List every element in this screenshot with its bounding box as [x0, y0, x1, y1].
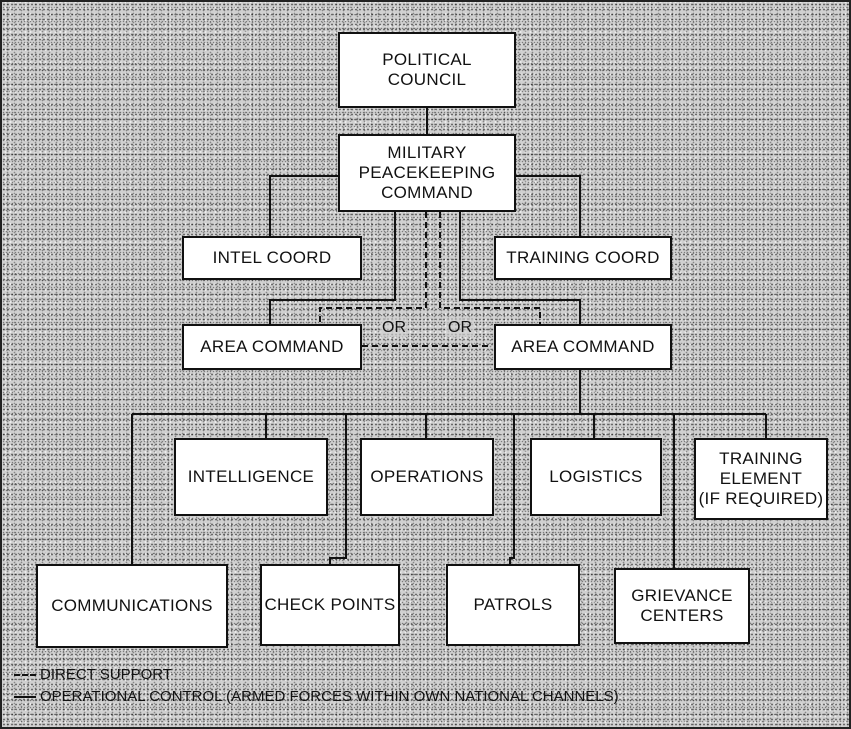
- political-council-box: POLITICAL COUNCIL: [338, 32, 516, 108]
- intel-coord-box: INTEL COORD: [182, 236, 362, 280]
- connector-command-area-left: [269, 212, 396, 324]
- dashed-line-icon: [14, 673, 36, 676]
- dashed-support-left: [319, 212, 427, 324]
- operations-box: OPERATIONS: [360, 438, 494, 516]
- training-element-box: TRAINING ELEMENT (IF REQUIRED): [694, 438, 828, 520]
- or-label-left: OR: [380, 319, 408, 337]
- check-points-box: CHECK POINTS: [260, 564, 400, 646]
- logistics-box: LOGISTICS: [530, 438, 662, 516]
- intelligence-box: INTELLIGENCE: [174, 438, 328, 516]
- communications-box: COMMUNICATIONS: [36, 564, 228, 648]
- training-coord-box: TRAINING COORD: [494, 236, 672, 280]
- legend-operational-control-label: OPERATIONAL CONTROL (ARMED FORCES WITHIN…: [40, 688, 619, 705]
- dashed-support-right: [439, 212, 541, 324]
- legend-direct-support-label: DIRECT SUPPORT: [40, 666, 172, 683]
- connector-bus-check-points: [329, 414, 347, 564]
- area-command-right-box: AREA COMMAND: [494, 324, 672, 370]
- solid-line-icon: [14, 695, 36, 698]
- grievance-centers-box: GRIEVANCE CENTERS: [614, 568, 750, 644]
- patrols-box: PATROLS: [446, 564, 580, 646]
- connector-command-area-right: [459, 212, 581, 324]
- connector-bus-patrols: [509, 414, 515, 564]
- military-peacekeeping-command-box: MILITARY PEACEKEEPING COMMAND: [338, 134, 516, 212]
- connector-command-training-coord: [516, 175, 581, 236]
- connector-command-intel-coord: [269, 175, 338, 236]
- legend-direct-support: DIRECT SUPPORT: [14, 666, 172, 683]
- or-label-right: OR: [446, 319, 474, 337]
- area-command-left-box: AREA COMMAND: [182, 324, 362, 370]
- legend-operational-control: OPERATIONAL CONTROL (ARMED FORCES WITHIN…: [14, 688, 619, 705]
